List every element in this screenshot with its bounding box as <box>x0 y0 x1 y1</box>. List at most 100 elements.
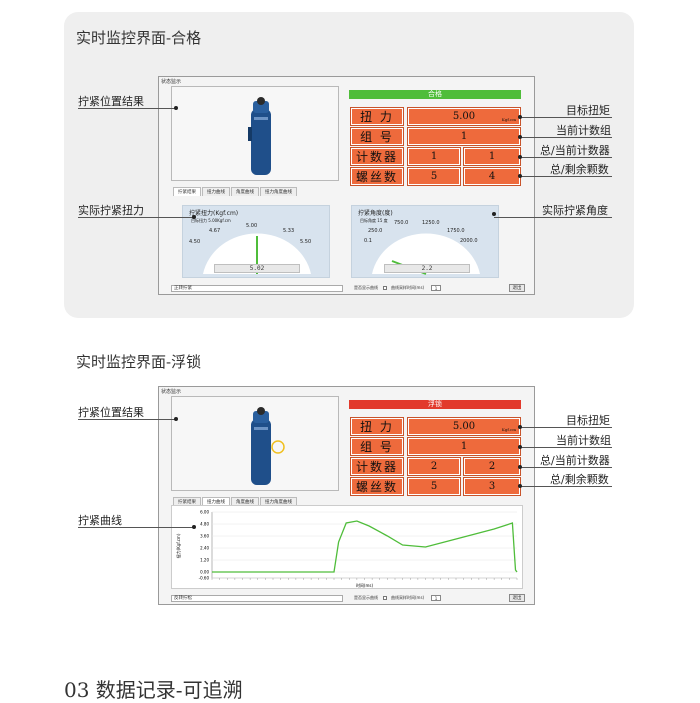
torque-target-text: 目标扭力 5.00Kgf.cm <box>191 218 231 223</box>
exit-button[interactable]: 退出 <box>509 284 525 292</box>
x-axis-label: 时间(ms) <box>356 582 374 588</box>
show-curve-label: 是否显示曲线 <box>354 285 378 290</box>
leader-line <box>520 467 612 468</box>
screws-remaining: 4 <box>463 167 521 186</box>
show-curve-checkbox[interactable] <box>383 285 387 290</box>
y-tick-label: 1.20 <box>200 558 209 563</box>
interval-label: 曲线采样时间(ms) <box>391 285 425 290</box>
annotation: 拧紧曲线 <box>78 514 122 527</box>
leader-dot <box>174 106 178 110</box>
row-label-counter: 计数器 <box>350 457 404 476</box>
annotation: 当前计数组 <box>556 434 611 447</box>
interval-input[interactable]: 1 <box>431 595 441 601</box>
y-tick-label: 6.00 <box>200 510 209 515</box>
status-bar: 合格 <box>349 90 521 99</box>
screws-total: 5 <box>407 167 461 186</box>
tab-torque-angle-curve[interactable]: 扭力角度曲线 <box>260 187 297 196</box>
counter-total: 2 <box>407 457 461 476</box>
leader-dot <box>518 445 522 449</box>
annotation: 实际拧紧扭力 <box>78 204 144 217</box>
leader-dot <box>518 155 522 159</box>
tool-position-box <box>171 86 339 181</box>
screwdriver-icon <box>248 97 271 175</box>
y-tick-label: 0.00 <box>200 570 209 575</box>
row-label-screws: 螺丝数 <box>350 477 404 496</box>
torque-tick: 5.50 <box>300 239 312 245</box>
leader-dot <box>518 174 522 178</box>
section1-title: 实时监控界面-合格 <box>76 29 202 47</box>
annotation: 总/当前计数器 <box>540 144 610 157</box>
section2-title: 实时监控界面-浮锁 <box>76 353 202 371</box>
leader-dot <box>518 465 522 469</box>
tab-result[interactable]: 拧紧结果 <box>173 497 201 506</box>
torque-tick: 5.33 <box>283 228 295 234</box>
leader-line <box>78 419 176 420</box>
y-tick-label: 4.80 <box>200 522 209 527</box>
window-title: 状态监示 <box>161 389 182 395</box>
tab-torque-curve[interactable]: 扭力曲线 <box>202 497 230 506</box>
window-title: 状态监示 <box>161 79 182 85</box>
footer-heading: 03 数据记录-可追溯 <box>64 678 243 702</box>
leader-line <box>78 108 176 109</box>
leader-line <box>520 447 612 448</box>
row-label-group: 组 号 <box>350 437 404 456</box>
leader-line <box>520 427 612 428</box>
y-axis-label: 扭力(Kgf.cm) <box>175 533 181 558</box>
exit-button[interactable]: 退出 <box>509 594 525 602</box>
leader-line <box>520 137 612 138</box>
leader-line <box>520 176 612 177</box>
row-label-screws: 螺丝数 <box>350 167 404 186</box>
torque-tick: 5.00 <box>246 223 258 229</box>
leader-dot <box>518 135 522 139</box>
tool-position-box <box>171 396 339 491</box>
angle-tick: 1250.0 <box>422 220 440 226</box>
angle-tick: 1750.0 <box>447 228 465 234</box>
tab-torque-curve[interactable]: 扭力曲线 <box>202 187 230 196</box>
angle-tick: 0.1 <box>364 238 372 244</box>
tab-angle-curve[interactable]: 角度曲线 <box>231 497 259 506</box>
tab-bar: 拧紧结果 扭力曲线 角度曲线 扭力角度曲线 <box>173 187 298 196</box>
leader-line <box>78 527 194 528</box>
leader-dot <box>518 115 522 119</box>
annotation: 总/剩余颗数 <box>550 163 609 176</box>
row-label-torque: 扭 力 <box>350 417 404 436</box>
screws-total: 5 <box>407 477 461 496</box>
annotation: 当前计数组 <box>556 124 611 137</box>
annotation: 总/当前计数器 <box>540 454 610 467</box>
torque-gauge-title: 拧紧扭力(Kgf.cm) <box>189 210 239 217</box>
interval-input[interactable]: 1 <box>431 285 441 291</box>
status-strip: 反转拧松 <box>171 595 343 602</box>
y-tick-label: 2.40 <box>200 546 209 551</box>
screws-remaining: 3 <box>463 477 521 496</box>
show-curve-checkbox[interactable] <box>383 595 387 600</box>
tab-torque-angle-curve[interactable]: 扭力角度曲线 <box>260 497 297 506</box>
torque-tick: 4.67 <box>209 228 221 234</box>
status-bar: 浮锁 <box>349 400 521 409</box>
leader-line <box>494 217 612 218</box>
group-value: 1 <box>407 437 521 456</box>
torque-gauge: 拧紧扭力(Kgf.cm) 目标扭力 5.00Kgf.cm 4.50 4.67 5… <box>182 205 330 278</box>
tab-result[interactable]: 拧紧结果 <box>173 187 201 196</box>
annotation: 总/剩余颗数 <box>550 473 609 486</box>
angle-readout: 2.2 <box>384 264 470 273</box>
interval-label: 曲线采样时间(ms) <box>391 595 425 600</box>
torque-tick: 4.50 <box>189 239 201 245</box>
leader-dot <box>518 484 522 488</box>
leader-dot <box>174 417 178 421</box>
counter-total: 1 <box>407 147 461 166</box>
angle-gauge-title: 拧紧角度(度) <box>358 210 393 217</box>
leader-line <box>520 157 612 158</box>
leader-dot <box>192 525 196 529</box>
angle-target-text: 目标角度 15 度 <box>360 218 388 223</box>
angle-tick: 2000.0 <box>460 238 478 244</box>
leader-dot <box>492 212 496 216</box>
annotation: 目标扭矩 <box>566 104 610 117</box>
tab-bar: 拧紧结果 扭力曲线 角度曲线 扭力角度曲线 <box>173 497 298 506</box>
annotation: 实际拧紧角度 <box>542 204 608 217</box>
tab-angle-curve[interactable]: 角度曲线 <box>231 187 259 196</box>
angle-tick: 750.0 <box>394 220 409 226</box>
row-label-group: 组 号 <box>350 127 404 146</box>
